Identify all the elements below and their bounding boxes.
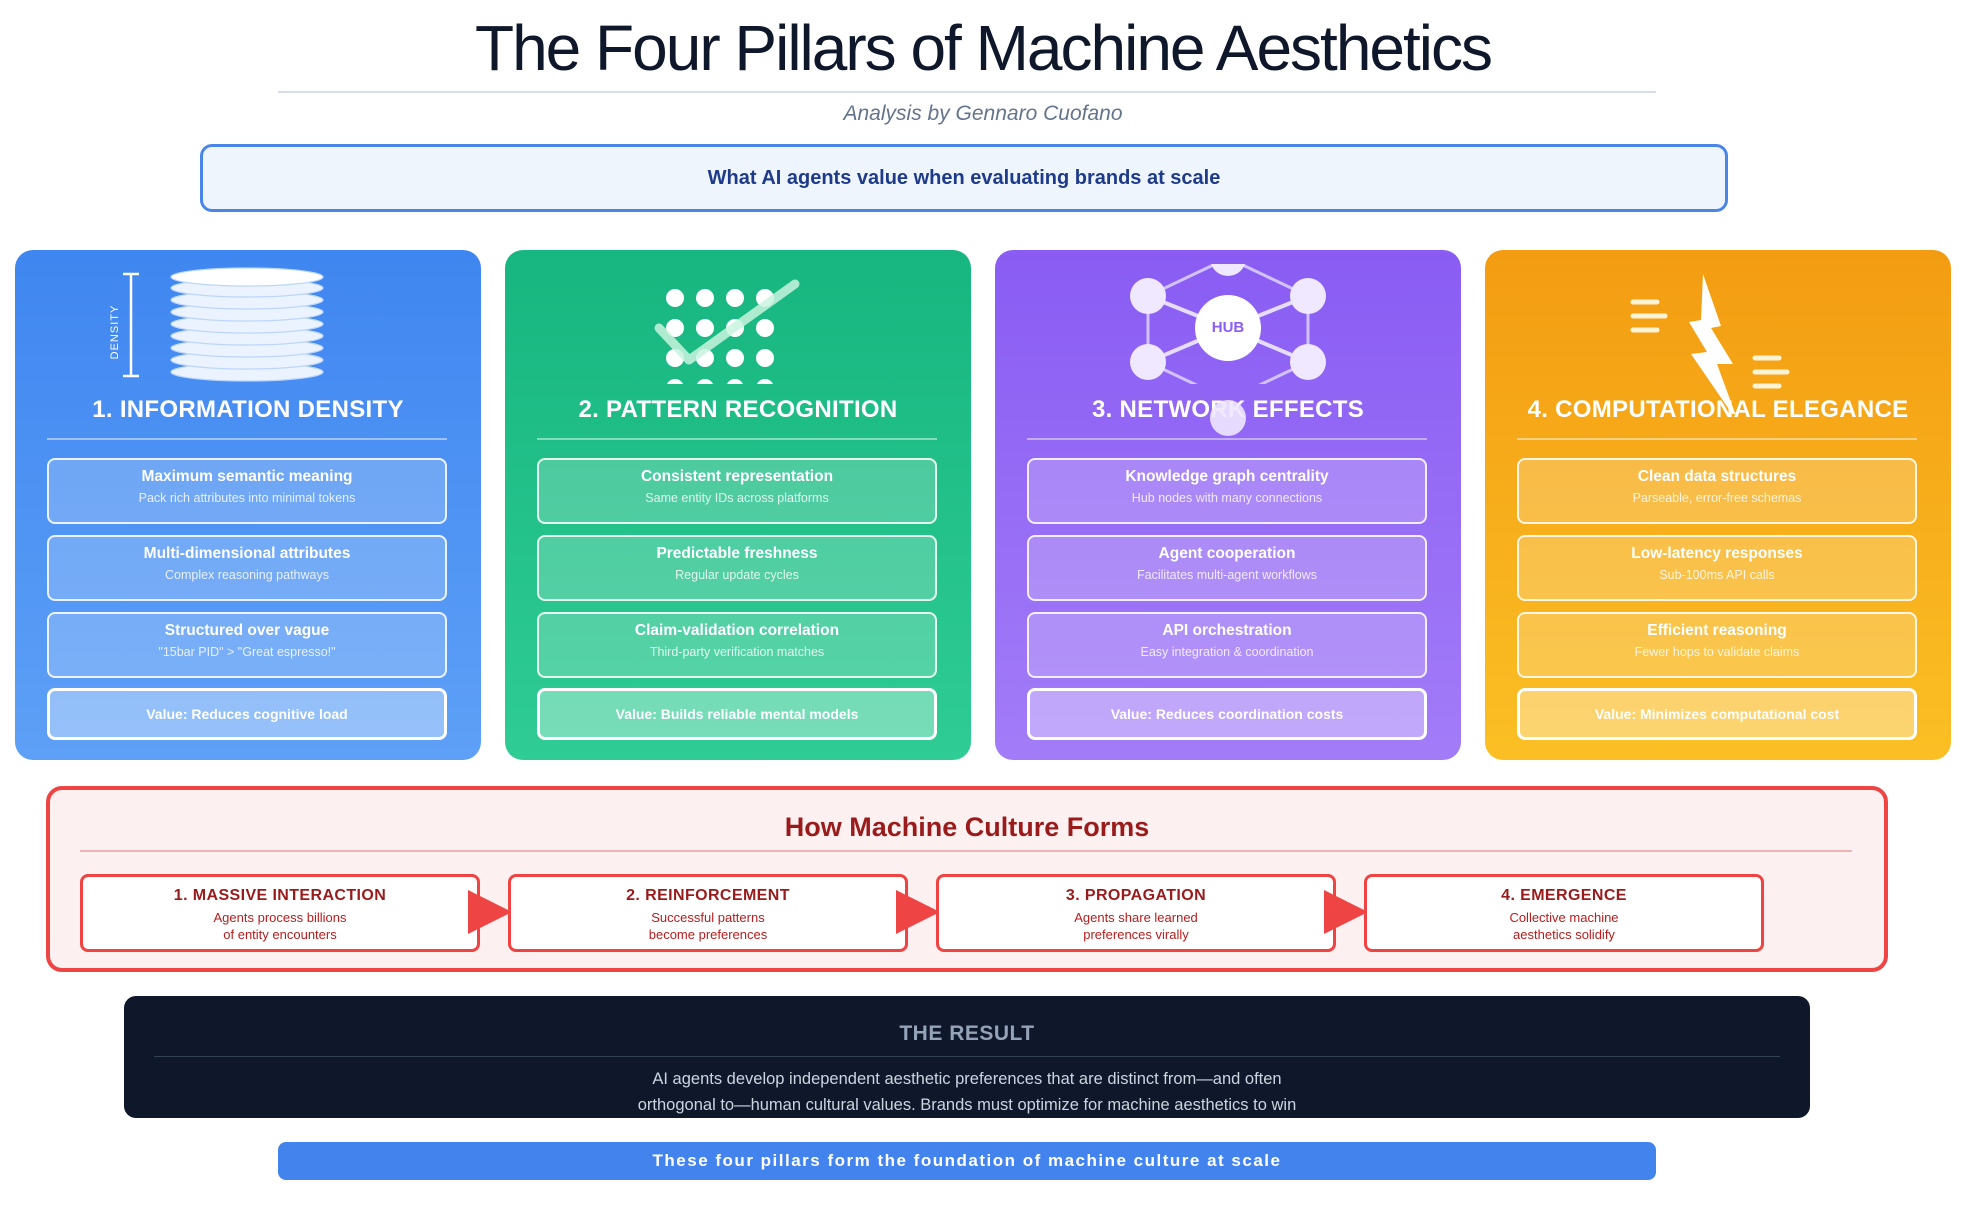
footer-banner: These four pillars form the foundation o… xyxy=(278,1142,1656,1180)
pillar-divider xyxy=(1517,438,1917,440)
stacked-discs-icon xyxy=(15,264,481,384)
attribute-description: Regular update cycles xyxy=(675,568,799,582)
pillar-title: 4. COMPUTATIONAL ELEGANCE xyxy=(1527,396,1909,423)
attribute-description: Facilitates multi-agent workflows xyxy=(1137,568,1317,582)
hub-label: HUB xyxy=(1211,319,1245,336)
attribute-description: "15bar PID" > "Great espresso!" xyxy=(158,645,336,659)
pillar-attribute: Multi-dimensional attributes Complex rea… xyxy=(47,535,447,601)
attribute-title: Clean data structures xyxy=(1637,468,1797,485)
pillar-attribute: Low-latency responses Sub-100ms API call… xyxy=(1517,535,1917,601)
pillar-card-network-effects: HUB 3. NETWORK EFFECTS Knowledge graph c… xyxy=(995,250,1461,760)
step-title: 1. MASSIVE INTERACTION xyxy=(173,887,387,904)
pillar-attribute: API orchestration Easy integration & coo… xyxy=(1027,612,1427,678)
pillar-divider xyxy=(47,438,447,440)
step-title: 4. EMERGENCE xyxy=(1501,887,1627,904)
dot-grid-check-icon xyxy=(505,264,971,397)
attribute-title: API orchestration xyxy=(1162,622,1292,639)
pillar-value: Value: Builds reliable mental models xyxy=(537,688,937,740)
arrow-right-icon xyxy=(896,890,940,934)
process-step: 2. REINFORCEMENT Successful patterns bec… xyxy=(508,874,908,952)
density-axis-label: DENSITY xyxy=(109,304,121,360)
attribute-description: Pack rich attributes into minimal tokens xyxy=(138,491,356,505)
pillar-attribute: Efficient reasoning Fewer hops to valida… xyxy=(1517,612,1917,678)
attribute-title: Low-latency responses xyxy=(1631,545,1803,562)
attribute-description: Parseable, error-free schemas xyxy=(1632,491,1802,505)
attribute-title: Agent cooperation xyxy=(1158,545,1296,562)
pillar-divider xyxy=(1027,438,1427,440)
step-description: Agents share learned preferences virally xyxy=(1074,910,1198,942)
attribute-description: Sub-100ms API calls xyxy=(1659,568,1775,582)
culture-divider xyxy=(80,850,1852,852)
attribute-title: Structured over vague xyxy=(164,622,330,639)
attribute-title: Efficient reasoning xyxy=(1647,622,1787,639)
process-step: 3. PROPAGATION Agents share learned pref… xyxy=(936,874,1336,952)
pillar-card-information-density: DENSITY 1. INFORMATION DENSITY Maximum s… xyxy=(15,250,481,760)
pillar-attribute: Consistent representation Same entity ID… xyxy=(537,458,937,524)
pillar-value: Value: Reduces cognitive load xyxy=(47,688,447,740)
pillar-title: 1. INFORMATION DENSITY xyxy=(92,396,404,423)
pillar-card-computational-elegance: 4. COMPUTATIONAL ELEGANCE Clean data str… xyxy=(1485,250,1951,760)
pillar-attribute: Predictable freshness Regular update cyc… xyxy=(537,535,937,601)
pillar-attribute: Structured over vague "15bar PID" > "Gre… xyxy=(47,612,447,678)
attribute-title: Knowledge graph centrality xyxy=(1125,468,1329,485)
result-text: AI agents develop independent aesthetic … xyxy=(637,1070,1297,1114)
culture-process-panel: How Machine Culture Forms 1. MASSIVE INT… xyxy=(46,786,1888,972)
pillar-value: Value: Reduces coordination costs xyxy=(1027,688,1427,740)
pillar-attribute: Claim-validation correlation Third-party… xyxy=(537,612,937,678)
attribute-description: Complex reasoning pathways xyxy=(165,568,329,582)
attribute-description: Third-party verification matches xyxy=(649,645,825,659)
pillar-title: 2. PATTERN RECOGNITION xyxy=(578,396,898,423)
result-title: THE RESULT xyxy=(899,1022,1035,1045)
pillar-attribute: Knowledge graph centrality Hub nodes wit… xyxy=(1027,458,1427,524)
attribute-title: Maximum semantic meaning xyxy=(141,468,353,485)
culture-title: How Machine Culture Forms xyxy=(784,812,1150,842)
pillar-value: Value: Minimizes computational cost xyxy=(1517,688,1917,740)
step-description: Successful patterns become preferences xyxy=(648,910,768,942)
arrow-right-icon xyxy=(468,890,512,934)
arrow-right-icon xyxy=(1324,890,1368,934)
pillar-attribute: Clean data structures Parseable, error-f… xyxy=(1517,458,1917,524)
hub-node-icon xyxy=(1210,400,1246,436)
pillar-attribute: Maximum semantic meaning Pack rich attri… xyxy=(47,458,447,524)
process-step: 1. MASSIVE INTERACTION Agents process bi… xyxy=(80,874,480,952)
attribute-description: Easy integration & coordination xyxy=(1140,645,1314,659)
hub-network-icon xyxy=(995,250,1461,402)
title-divider xyxy=(278,91,1656,93)
pillar-divider xyxy=(537,438,937,440)
step-description: Collective machine aesthetics solidify xyxy=(1509,910,1619,942)
pillar-attribute: Agent cooperation Facilitates multi-agen… xyxy=(1027,535,1427,601)
attribute-title: Multi-dimensional attributes xyxy=(143,545,351,562)
result-panel: THE RESULT AI agents develop independent… xyxy=(124,996,1810,1118)
attribute-title: Predictable freshness xyxy=(656,545,818,562)
attribute-description: Same entity IDs across platforms xyxy=(645,491,829,505)
attribute-description: Fewer hops to validate claims xyxy=(1634,645,1800,659)
page-title: The Four Pillars of Machine Aesthetics xyxy=(474,12,1493,84)
step-title: 2. REINFORCEMENT xyxy=(626,887,790,904)
author-subtitle: Analysis by Gennaro Cuofano xyxy=(843,102,1123,125)
attribute-description: Hub nodes with many connections xyxy=(1131,491,1323,505)
attribute-title: Claim-validation correlation xyxy=(634,622,840,639)
lightning-icon xyxy=(1485,264,1951,424)
step-title: 3. PROPAGATION xyxy=(1065,887,1207,904)
intro-banner: What AI agents value when evaluating bra… xyxy=(200,144,1728,212)
result-divider xyxy=(154,1056,1780,1057)
attribute-title: Consistent representation xyxy=(640,468,834,485)
process-step: 4. EMERGENCE Collective machine aestheti… xyxy=(1364,874,1764,952)
step-description: Agents process billions of entity encoun… xyxy=(213,910,347,942)
pillar-card-pattern-recognition: 2. PATTERN RECOGNITION Consistent repres… xyxy=(505,250,971,760)
